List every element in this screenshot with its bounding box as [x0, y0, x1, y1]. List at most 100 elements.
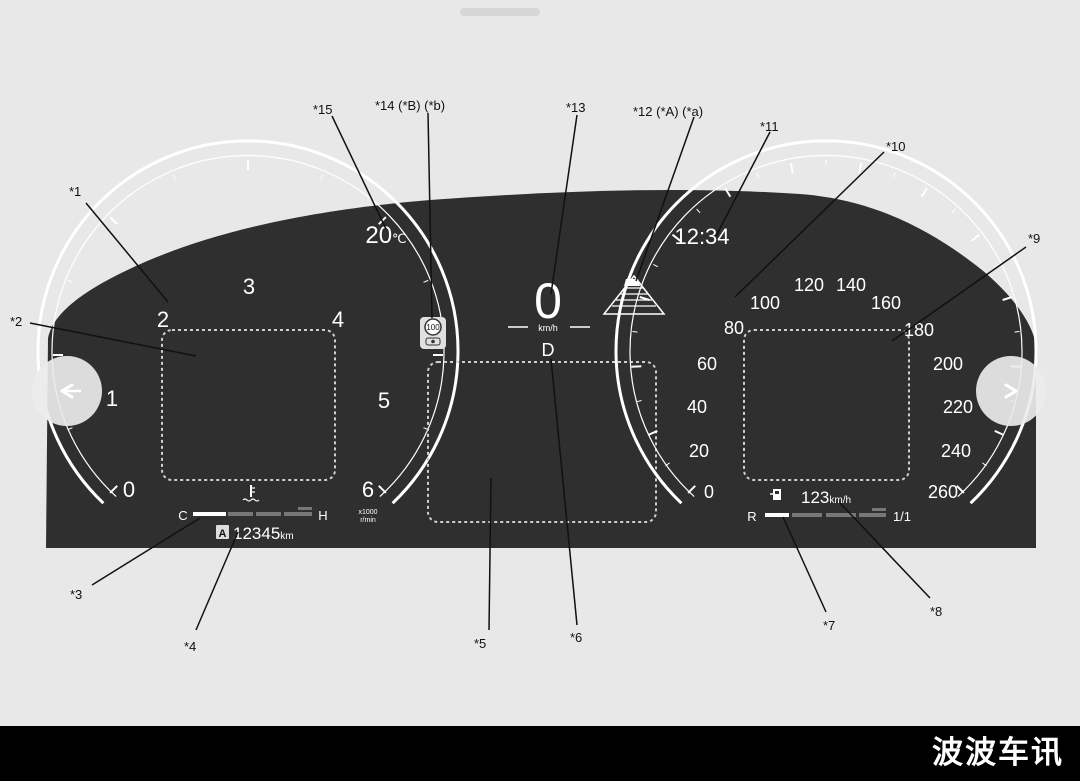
digital-speed: 0: [534, 273, 562, 329]
leader-8: [839, 502, 931, 599]
callout-15: *15: [313, 102, 333, 117]
speedo-label-20: 20: [689, 441, 709, 461]
callout-8: *8: [930, 604, 942, 619]
speedo-tick: [653, 263, 659, 268]
speedo-tick: [789, 163, 794, 174]
fuel-pump-icon: [770, 489, 781, 500]
coolant-hot-label: H: [318, 508, 327, 523]
watermark-text: 波波车讯: [932, 735, 1064, 771]
speedo-label-220: 220: [943, 397, 973, 417]
coolant-bar-3: [256, 512, 281, 516]
speedo-tick: [994, 429, 1005, 436]
callout-10: *10: [886, 139, 906, 154]
speed-limit-value: 100: [426, 323, 440, 332]
instrument-cluster-diagram: 0 1 2 3 4 5 6 x1000 r/min 0 20 40 60 80 …: [10, 98, 1040, 654]
fuel-bar-3: [826, 513, 856, 517]
top-shadow: [460, 8, 540, 16]
tacho-label-6: 6: [362, 477, 374, 502]
tacho-tick: [423, 279, 429, 283]
fuel-gauge: 123km/h R 1/1: [747, 488, 911, 524]
leader-9: [891, 246, 1027, 342]
callout-4: *4: [184, 639, 196, 654]
prev-slide-button[interactable]: [32, 356, 102, 426]
speedo-tick: [696, 208, 701, 214]
left-info-panel: [161, 329, 336, 481]
outside-temperature: 20℃: [365, 222, 406, 249]
callout-1: *1: [69, 184, 81, 199]
leader-1: [85, 202, 169, 303]
callout-5: *5: [474, 636, 486, 651]
leader-12: [635, 116, 695, 282]
speedo-tick-group: [631, 160, 1021, 494]
tacho-tick: [67, 279, 73, 283]
tacho-label-4: 4: [332, 307, 344, 332]
leader-5: [488, 477, 492, 631]
speedo-label-0: 0: [704, 482, 714, 502]
tacho-label-5: 5: [378, 388, 390, 413]
speedo-label-80: 80: [724, 318, 744, 338]
speedo-tick: [632, 331, 638, 333]
speedo-tick: [951, 208, 956, 214]
leader-2: [29, 322, 197, 357]
speedo-label-160: 160: [871, 293, 901, 313]
coolant-bar-4: [284, 512, 312, 516]
range-reading: 123km/h: [801, 488, 851, 507]
speedo-tick: [671, 233, 682, 242]
coolant-cold-label: C: [178, 508, 187, 523]
callout-12: *12 (*A) (*a): [633, 104, 703, 119]
prev-arrow-icon: [60, 383, 82, 399]
callout-13: *13: [566, 100, 586, 115]
leader-14: [427, 112, 433, 319]
coolant-gauge: C H: [178, 485, 328, 523]
tacho-label-0: 0: [123, 477, 135, 502]
clock-display: 12:34: [674, 224, 729, 249]
speedo-label-140: 140: [836, 275, 866, 295]
tacho-tick: [67, 427, 73, 431]
tacho-label-3: 3: [243, 274, 255, 299]
coolant-temperature-icon: [242, 485, 260, 502]
speed-limit-sign-icon: 100: [420, 317, 446, 349]
callout-leaders: [29, 112, 1027, 631]
speedo-tick: [858, 163, 863, 174]
speedo-tick: [892, 172, 896, 178]
fuel-bar-2: [792, 513, 822, 517]
leader-11: [715, 131, 771, 237]
leader-7: [782, 516, 827, 613]
tacho-tick: [320, 174, 324, 180]
speedo-tick: [756, 172, 760, 178]
fuel-empty-label: R: [747, 509, 756, 524]
odometer: A 12345km: [216, 524, 294, 543]
speedo-label-180: 180: [904, 320, 934, 340]
speedo-tick: [687, 485, 696, 494]
diagram-figure: 0 1 2 3 4 5 6 x1000 r/min 0 20 40 60 80 …: [0, 0, 1080, 726]
tacho-unit-x1000: x1000: [358, 509, 377, 516]
odometer-mode-box: [216, 525, 229, 539]
odometer-mode: A: [219, 528, 227, 540]
speedo-label-60: 60: [697, 354, 717, 374]
speedo-label-200: 200: [933, 354, 963, 374]
leader-15: [331, 115, 387, 230]
leader-10: [734, 151, 885, 298]
cluster-body: [46, 189, 1036, 548]
speedo-tick: [920, 187, 928, 198]
speedo-label-240: 240: [941, 441, 971, 461]
tacho-tick: [172, 174, 176, 180]
callout-9: *9: [1028, 231, 1040, 246]
next-arrow-icon: [1004, 383, 1018, 399]
speedo-tick: [982, 462, 987, 467]
callout-labels: *1 *2 *3 *4 *5 *6 *7 *8 *9 *10 *11 *12 (…: [10, 98, 1040, 654]
tacho-label-1: 1: [106, 386, 118, 411]
leader-6: [550, 358, 578, 626]
tacho-label-2: 2: [157, 307, 169, 332]
tacho-tick-group: [53, 160, 443, 494]
tacho-tick: [378, 485, 387, 494]
speedo-label-260: 260: [928, 482, 958, 502]
coolant-bar-2: [228, 512, 253, 516]
next-slide-button[interactable]: [976, 356, 1046, 426]
callout-14: *14 (*B) (*b): [375, 98, 445, 113]
odometer-reading: 12345km: [233, 524, 294, 543]
fuel-bar-4: [859, 513, 886, 517]
speedo-label-100: 100: [750, 293, 780, 313]
leader-3: [91, 517, 201, 586]
callout-7: *7: [823, 618, 835, 633]
